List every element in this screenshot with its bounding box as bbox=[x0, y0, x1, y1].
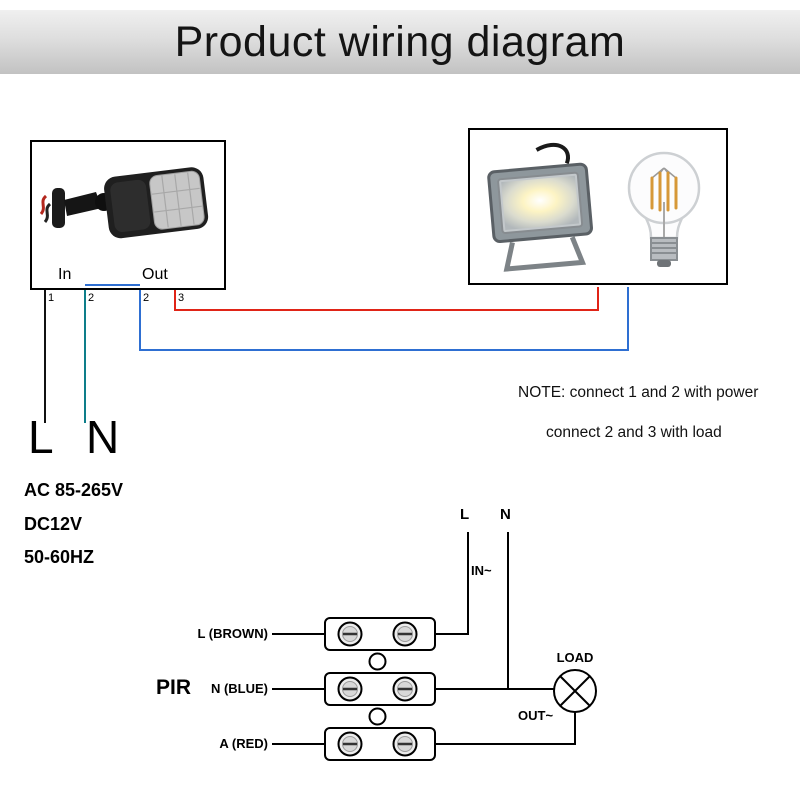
strip-hole-2 bbox=[368, 707, 387, 726]
line-A-row-to-lamp bbox=[435, 712, 576, 745]
wire-load-blue bbox=[139, 287, 629, 351]
spec-frequency: 50-60HZ bbox=[24, 547, 95, 567]
screw-icon bbox=[337, 621, 418, 757]
terminal-row-label-blue: N (BLUE) bbox=[210, 681, 268, 696]
strip-hole-1 bbox=[368, 652, 387, 671]
pir-label: PIR bbox=[156, 676, 192, 699]
sensor-box bbox=[30, 140, 226, 290]
terminal-number-1: 1 bbox=[48, 292, 55, 304]
power-neutral-label: N bbox=[86, 411, 120, 463]
terminal-row-label-brown: L (BROWN) bbox=[197, 626, 268, 641]
bulb-illustration bbox=[627, 151, 701, 267]
bottom-l-label: L bbox=[460, 506, 470, 523]
load-label: LOAD bbox=[556, 650, 594, 665]
line-L-feed bbox=[435, 532, 469, 635]
note-line-1: NOTE: connect 1 and 2 with power bbox=[518, 384, 759, 401]
load-box bbox=[468, 128, 728, 285]
spec-voltage-dc: DC12V bbox=[24, 514, 83, 534]
bottom-in-label: IN~ bbox=[471, 563, 492, 578]
terminal-number-3: 3 bbox=[178, 292, 185, 304]
top-wires bbox=[44, 284, 629, 423]
bottom-n-label: N bbox=[500, 506, 511, 523]
terminal-number-2: 2 bbox=[88, 292, 95, 304]
power-line-label: L bbox=[28, 411, 54, 463]
sensor-out-label: Out bbox=[142, 266, 168, 283]
pir-sensor-icon bbox=[39, 167, 209, 239]
page-title: Product wiring diagram bbox=[0, 10, 800, 74]
floodlight-icon bbox=[487, 143, 593, 272]
terminal-number-2b: 2 bbox=[143, 292, 150, 304]
wire-load-red bbox=[174, 287, 599, 311]
terminal-strip bbox=[324, 617, 436, 761]
note-line-2: connect 2 and 3 with load bbox=[546, 424, 722, 441]
pir-sensor-illustration bbox=[39, 167, 209, 239]
bottom-out-label: OUT~ bbox=[518, 708, 554, 723]
floodlight-illustration bbox=[487, 143, 593, 272]
spec-voltage-ac: AC 85-265V bbox=[24, 480, 124, 500]
terminal-row-label-red: A (RED) bbox=[219, 736, 268, 751]
sensor-in-label: In bbox=[58, 266, 72, 283]
load-lamp-icon bbox=[553, 669, 597, 713]
led-bulb-icon bbox=[627, 151, 701, 267]
